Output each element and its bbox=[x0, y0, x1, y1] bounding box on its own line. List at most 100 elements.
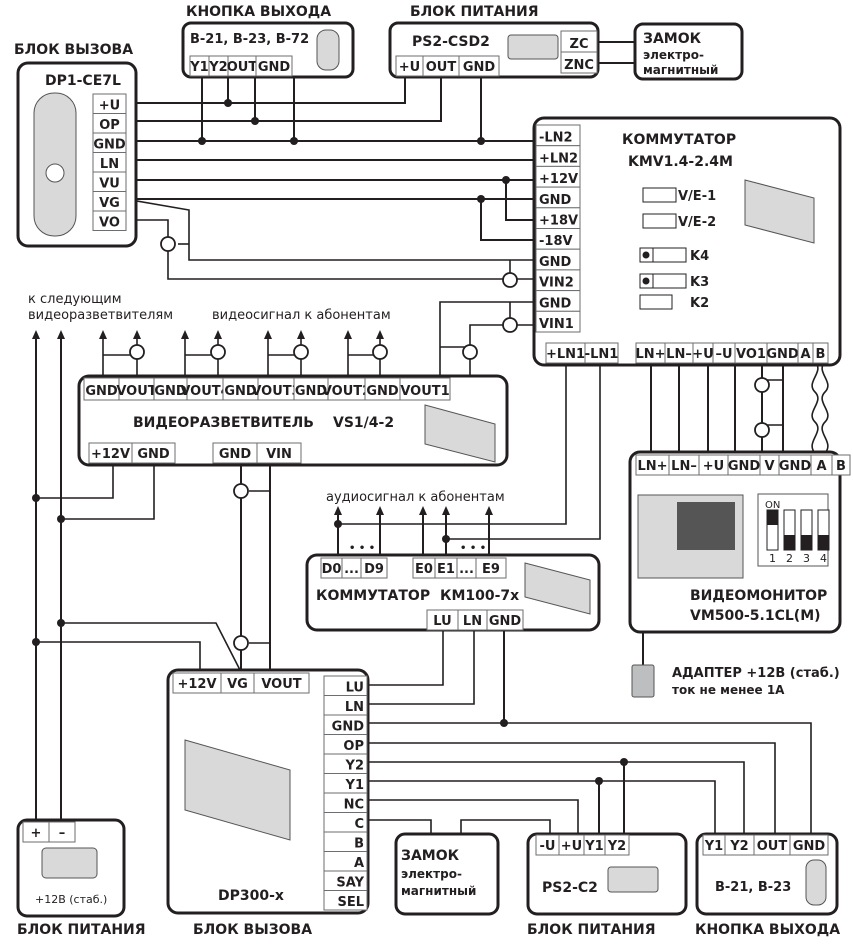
terminal-label: LU bbox=[346, 681, 364, 696]
terminal-label: ZC bbox=[570, 37, 589, 52]
wire-panel-12v bbox=[36, 641, 201, 670]
jumper-k3[interactable] bbox=[639, 273, 687, 289]
terminal-label: GND bbox=[766, 347, 799, 362]
power-supply-top-model: PS2-CSD2 bbox=[412, 34, 490, 50]
terminal-label: GND bbox=[295, 384, 328, 399]
wire-splitter-gnd bbox=[61, 465, 155, 520]
jumper-v/e-2[interactable] bbox=[642, 213, 677, 229]
terminal-label: GND bbox=[728, 459, 761, 474]
jumper-label: K2 bbox=[690, 296, 709, 311]
terminal-label: Y1 bbox=[704, 839, 723, 854]
terminal-cell bbox=[48, 821, 76, 843]
wire-coax-link5 bbox=[249, 490, 270, 644]
terminal-cell bbox=[812, 342, 829, 364]
arrow-heads bbox=[32, 330, 493, 515]
terminal-label: GND bbox=[793, 839, 826, 854]
annotation-next-splitters-2: видеоразветвителям bbox=[28, 308, 173, 323]
lock-bottom-sub2: магнитный bbox=[401, 884, 476, 898]
terminal-label: +12V bbox=[91, 447, 130, 462]
terminal-label: GND bbox=[137, 447, 170, 462]
terminal-label: +12V bbox=[177, 677, 216, 692]
terminal-cell bbox=[256, 442, 302, 464]
terminal-label: D9 bbox=[364, 562, 384, 577]
terminal-label: GND bbox=[779, 459, 812, 474]
terminal-label: A bbox=[800, 347, 810, 362]
terminal-label: B bbox=[816, 347, 826, 362]
terminal-label: GND bbox=[85, 384, 118, 399]
dp300-model: DP300-x bbox=[218, 888, 284, 904]
terminal-label: -LN1 bbox=[585, 347, 619, 362]
video-splitter: ВИДЕОРАЗВЕТВИТЕЛЬ VS1/4-2 GNDVOUTGNDVOUT… bbox=[77, 374, 509, 467]
wires bbox=[35, 41, 829, 840]
call-panel-bottom-heading: БЛОК ВЫЗОВА bbox=[193, 922, 312, 938]
monitor-model: VM500-5.1CL(M) bbox=[690, 608, 821, 624]
adapter: АДАПТЕР +12В (стаб.) ток не менее 1А bbox=[631, 664, 840, 698]
wire-op bbox=[125, 73, 442, 122]
jumper-v/e-1[interactable] bbox=[642, 187, 677, 203]
terminal-label: LN– bbox=[666, 347, 692, 362]
lock-top-title: ЗАМОК bbox=[643, 31, 702, 47]
adapter-icon bbox=[631, 664, 655, 698]
power-supply-left-image bbox=[41, 847, 98, 879]
lock-top: ЗАМОК электро- магнитный bbox=[633, 22, 744, 81]
terminal-label: GND bbox=[154, 384, 187, 399]
terminal-label: GND bbox=[463, 60, 496, 75]
terminal-label: Y2 bbox=[208, 60, 227, 75]
terminal-cell bbox=[475, 557, 507, 579]
terminal-label: VIN1 bbox=[539, 317, 574, 332]
wire-lock-ps bbox=[460, 819, 551, 840]
power-supply-bottom-model: PS2-C2 bbox=[542, 880, 598, 896]
switch-kmv: КОММУТАТОР KMV1.4-2.4M -LN2+LN2+12VGND+1… bbox=[532, 116, 842, 367]
wire-lock-top bbox=[598, 41, 635, 64]
terminal-label: GND bbox=[258, 60, 291, 75]
exit-button-top-model: B-21, B-23, B-72 bbox=[190, 32, 309, 47]
terminal-label: + bbox=[31, 826, 42, 841]
terminal-label: VOUT bbox=[116, 384, 156, 399]
terminal-label: D0 bbox=[322, 562, 342, 577]
jumper-k4[interactable] bbox=[639, 247, 687, 263]
jumper-k2[interactable] bbox=[639, 294, 673, 310]
call-panel-top-heading: БЛОК ВЫЗОВА bbox=[14, 42, 133, 58]
wire-nc bbox=[365, 799, 579, 840]
terminal-label: ZNC bbox=[564, 58, 594, 73]
terminal-label: VOUT3 bbox=[251, 384, 300, 399]
terminal-label: VIN2 bbox=[539, 276, 574, 291]
terminal-label: LN+ bbox=[637, 459, 667, 474]
terminal-label: +18V bbox=[539, 214, 578, 229]
terminal-label: E9 bbox=[482, 562, 500, 577]
terminal-cell bbox=[360, 557, 388, 579]
wire-ps-y bbox=[598, 762, 625, 840]
power-supply-left-label: +12В (стаб.) bbox=[35, 893, 107, 906]
terminal-label: +U bbox=[692, 347, 713, 362]
terminal-label: GND bbox=[219, 447, 252, 462]
terminal-label: ... bbox=[344, 562, 359, 577]
terminal-cell bbox=[789, 834, 829, 856]
terminal-label: VOUT bbox=[261, 677, 301, 692]
terminal-label: OUT bbox=[227, 60, 258, 75]
monitor-title: ВИДЕОМОНИТОР bbox=[690, 588, 827, 604]
terminal-label: LN bbox=[463, 614, 482, 629]
terminal-label: VO1 bbox=[736, 347, 766, 362]
wire-ab-twisted bbox=[811, 361, 829, 454]
wire-panel-vg bbox=[61, 622, 241, 671]
lock-top-sub2: магнитный bbox=[643, 63, 718, 77]
wire-y2-btn bbox=[365, 761, 745, 840]
exit-button-top-heading: КНОПКА ВЫХОДА bbox=[186, 4, 331, 20]
annotation-audio-to-subscribers: аудиосигнал к абонентам bbox=[326, 490, 505, 505]
terminal-label: ... bbox=[459, 562, 474, 577]
terminal-label: VU bbox=[99, 177, 120, 192]
terminal-cell bbox=[458, 55, 500, 77]
terminal-label: Y2 bbox=[607, 839, 626, 854]
dip-switch-number: 2 bbox=[786, 552, 793, 565]
